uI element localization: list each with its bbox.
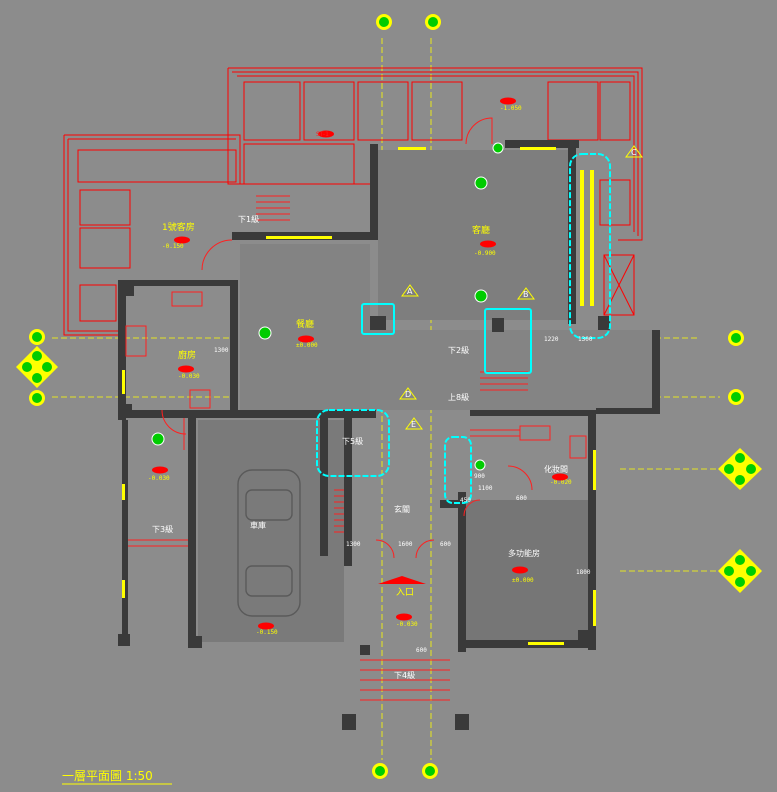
elevation-markers: [399, 145, 643, 430]
dimension-2: 1600: [398, 541, 413, 548]
stairs-lines: [128, 195, 528, 701]
room-label-foyer: 玄關: [394, 504, 410, 514]
level-top: -1.050: [500, 105, 522, 112]
axis-bubble-right-2: [728, 389, 744, 405]
stair-label-down-5: 下5級: [342, 436, 363, 446]
stair-label-down-2: 下2級: [448, 345, 469, 355]
dimension-6: 600: [516, 495, 527, 502]
walls: [118, 140, 660, 730]
dimension-11: 1300: [214, 347, 229, 354]
marker-e: E: [411, 420, 416, 429]
level-living: -0.900: [474, 250, 496, 257]
dimension-9: 450: [460, 497, 471, 504]
marker-b: B: [523, 290, 529, 299]
dimension-4: 1220: [544, 336, 559, 343]
material-tags: [152, 97, 568, 630]
car-outline-icon: [237, 469, 301, 617]
level-multi-room: ±0.000: [512, 577, 534, 584]
terrace-outline: [63, 67, 643, 336]
axis-bubble-top-left: [376, 14, 392, 30]
material-tag-label: ST-1: [316, 131, 329, 138]
marker-c: C: [631, 148, 637, 157]
floor-fills: [198, 150, 656, 642]
room-label-garage: 車庫: [250, 520, 266, 530]
axis-bubble-left-cluster: [16, 346, 58, 388]
stair-label-down-4: 下4級: [394, 670, 415, 680]
axis-bubble-left-1: [29, 329, 45, 345]
level-kitchen: -0.030: [178, 373, 200, 380]
axis-bubble-right-1: [728, 330, 744, 346]
level-guest-room-1: -0.150: [162, 243, 184, 250]
entrance-arrow-icon: [378, 576, 426, 584]
light-fixtures: [151, 142, 504, 471]
room-label-dining: 餐廳: [296, 318, 314, 330]
dimension-8: 900: [474, 473, 485, 480]
windows: [122, 147, 596, 645]
axis-bubble-top-right: [425, 14, 441, 30]
dimension-12: 1800: [576, 569, 591, 576]
drawing-title: 一層平面圖 1:50: [62, 769, 153, 783]
axis-bubbles: [16, 14, 762, 779]
level-left-area: -0.030: [148, 475, 170, 482]
room-label-guest-room-1: 1號客房: [162, 221, 195, 233]
stair-label-down-3: 下3級: [152, 524, 173, 534]
marker-d: D: [405, 390, 411, 399]
dimension-5: 1300: [578, 336, 593, 343]
dimension-1: 1300: [346, 541, 361, 548]
kitchen-fixtures: [125, 291, 587, 459]
room-label-multi-room: 多功能房: [508, 548, 540, 558]
axis-bubble-left-2: [29, 390, 45, 406]
stair-label-up: 上8級: [448, 392, 469, 402]
level-guest-wc: -0.020: [550, 479, 572, 486]
level-entrance: -0.030: [396, 621, 418, 628]
axis-bubble-right-cluster-1: [718, 448, 762, 490]
level-garage: -0.150: [256, 629, 278, 636]
label-entrance: 入口: [396, 587, 414, 598]
stair-label-down-1: 下1級: [238, 214, 259, 224]
axis-bubble-bottom-left: [372, 763, 388, 779]
room-label-guest-wc: 化妝間: [544, 464, 568, 474]
axis-bubble-bottom-right: [422, 763, 438, 779]
dimension-10: 1100: [478, 485, 493, 492]
dimension-3: 600: [440, 541, 451, 548]
revision-clouds: [316, 153, 611, 504]
axis-bubble-right-cluster-2: [718, 549, 762, 593]
doors: [161, 117, 533, 559]
marker-a: A: [407, 287, 413, 296]
level-dining: ±0.000: [296, 342, 318, 349]
room-label-kitchen: 廚房: [178, 349, 196, 361]
room-label-living: 客廳: [472, 224, 490, 236]
dimension-7: 600: [416, 647, 427, 654]
